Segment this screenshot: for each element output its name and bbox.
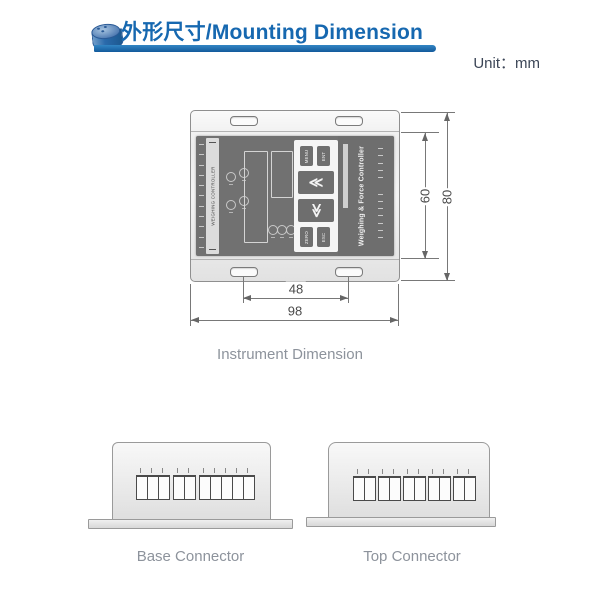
- chevron-left-button: ≪: [298, 171, 334, 194]
- terminal-cell: [364, 469, 376, 501]
- arrowhead: [340, 295, 348, 301]
- brand-label-wrap: Weighing & Force Controller: [351, 136, 373, 256]
- terminal-cell: [439, 469, 451, 501]
- dimension-value-60: 60: [416, 186, 434, 206]
- dimension-value-80: 80: [438, 187, 456, 207]
- terminal-group: [199, 468, 255, 500]
- instrument-caption: Instrument Dimension: [217, 346, 363, 363]
- brand-label: Weighing & Force Controller: [358, 145, 366, 247]
- terminal-group: [403, 469, 426, 501]
- side-strip-label: WEIGHING CONTROLLER: [210, 166, 215, 226]
- extension-line: [190, 284, 191, 326]
- terminal-group: [378, 469, 401, 501]
- top-connector-plate: [306, 517, 496, 527]
- front-panel: WEIGHING CONTROLLER MENU ENT ≪ ≪ ZERO ES…: [196, 136, 394, 256]
- terminal-group: [428, 469, 451, 501]
- terminal-tick-marks-left: [199, 144, 204, 248]
- terminal-cell: [173, 468, 185, 500]
- bottom-flange-edge: [191, 259, 399, 260]
- terminal-group: [136, 468, 170, 500]
- top-connector-caption: Top Connector: [363, 548, 461, 565]
- led-indicator: [226, 200, 236, 213]
- extension-line: [401, 112, 455, 113]
- arrowhead: [243, 295, 251, 301]
- brand-side-strip: [343, 144, 348, 208]
- dimension-line-98: [191, 320, 398, 321]
- mount-slot-top-left: [230, 116, 258, 126]
- terminal-cell: [158, 468, 170, 500]
- arrowhead: [444, 113, 450, 121]
- extension-line: [398, 284, 399, 326]
- arrowhead: [444, 273, 450, 281]
- terminal-cell: [389, 469, 401, 501]
- title-underline-bar: [94, 45, 436, 52]
- brand-panel: Weighing & Force Controller: [338, 136, 394, 256]
- menu-button: MENU: [300, 146, 313, 166]
- arrowhead: [390, 317, 398, 323]
- terminal-cell: [414, 469, 426, 501]
- mount-slot-bottom-right: [335, 267, 363, 277]
- dimension-value-98: 98: [284, 303, 306, 319]
- mount-slot-top-right: [335, 116, 363, 126]
- terminal-group: [453, 469, 476, 501]
- keypad-strip: MENU ENT ≪ ≪ ZERO ESC: [294, 140, 338, 252]
- esc-button: ESC: [317, 227, 330, 247]
- unit-label: Unit：mm: [473, 55, 540, 72]
- ent-button: ENT: [317, 146, 330, 166]
- extension-line: [348, 277, 349, 303]
- terminal-tick-marks-right-upper: [378, 148, 383, 178]
- extension-line: [401, 280, 455, 281]
- mount-slot-bottom-left: [230, 267, 258, 277]
- extension-line: [401, 132, 439, 133]
- chevron-down-button: ≪: [298, 199, 334, 222]
- top-flange-edge: [191, 131, 399, 132]
- dimension-value-48: 48: [285, 281, 307, 297]
- arrowhead: [422, 251, 428, 259]
- terminal-group: [173, 468, 196, 500]
- terminal-group: [353, 469, 376, 501]
- page-title: 外形尺寸/Mounting Dimension: [121, 21, 424, 44]
- top-connector-terminals: [353, 469, 476, 501]
- display-window-main: [244, 151, 268, 243]
- led-indicator: [226, 172, 236, 185]
- extension-line: [243, 277, 244, 303]
- terminal-tick-marks-right-lower: [378, 194, 383, 238]
- terminal-cell: [464, 469, 476, 501]
- display-window-secondary: [271, 151, 293, 198]
- zero-button: ZERO: [300, 227, 313, 247]
- terminal-cell: [184, 468, 196, 500]
- instrument-drawing: WEIGHING CONTROLLER MENU ENT ≪ ≪ ZERO ES…: [190, 110, 400, 282]
- chevron-down-icon: ≪: [307, 203, 324, 218]
- extension-line: [401, 258, 439, 259]
- terminal-cell: [243, 468, 255, 500]
- arrowhead: [422, 133, 428, 141]
- base-connector-terminals: [136, 468, 255, 500]
- chevron-left-icon: ≪: [308, 174, 324, 190]
- base-connector-drawing: [88, 442, 293, 532]
- top-connector-drawing: [306, 442, 496, 532]
- dimension-line-48: [243, 298, 348, 299]
- base-connector-caption: Base Connector: [136, 548, 245, 565]
- side-label-strip: WEIGHING CONTROLLER: [206, 138, 219, 254]
- base-connector-plate: [88, 519, 293, 529]
- arrowhead: [191, 317, 199, 323]
